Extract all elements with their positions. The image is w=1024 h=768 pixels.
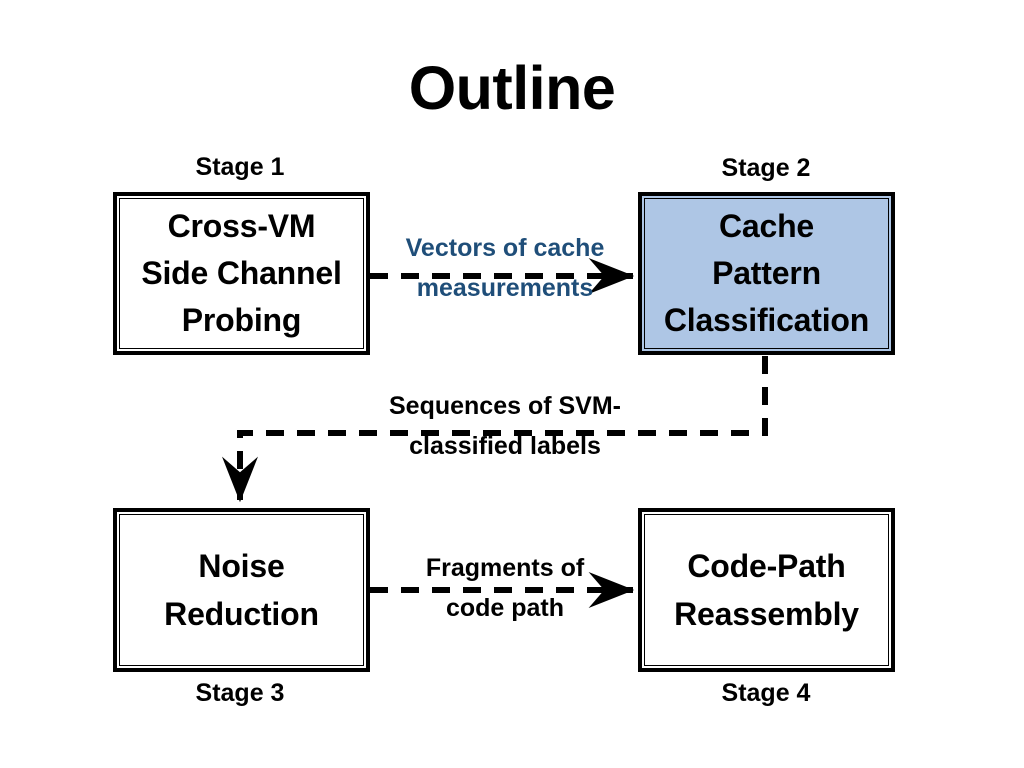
edge-label-vectors-line-2: measurements [416, 274, 594, 302]
process-box-stage4[interactable]: Code-Path Reassembly [638, 508, 895, 672]
edge-label-vectors-line-1: Vectors of cache [405, 234, 605, 262]
edge-label-vectors: Vectors of cache measurements [372, 236, 638, 301]
process-box-stage3[interactable]: Noise Reduction [113, 508, 370, 672]
page-title: Outline [408, 54, 616, 122]
process-box-stage2-line-3: Classification [663, 301, 870, 338]
process-box-stage3-line-1: Noise [198, 548, 285, 584]
edge-label-fragments-line-2: code path [445, 594, 565, 622]
process-box-stage1-line-1: Cross-VM [167, 208, 316, 245]
process-box-stage1-line-2: Side Channel [141, 255, 342, 292]
process-box-stage1[interactable]: Cross-VM Side Channel Probing [113, 192, 370, 355]
stage-caption-stage3: Stage 3 [195, 679, 285, 707]
stage-caption-stage2: Stage 2 [721, 154, 811, 182]
process-box-stage3-line-2: Reduction [164, 596, 319, 632]
edge-label-sequences-line-1: Sequences of SVM- [389, 392, 621, 420]
process-box-stage4-line-2: Reassembly [674, 596, 859, 632]
edge-label-sequences-line-2: classified labels [409, 432, 601, 460]
process-box-stage1-line-3: Probing [181, 301, 302, 338]
process-box-stage2-line-1: Cache [718, 208, 815, 245]
process-box-stage4-inner: Code-Path Reassembly [644, 514, 889, 666]
edge-label-fragments: Fragments of code path [378, 556, 632, 621]
process-box-stage2[interactable]: Cache Pattern Classification [638, 192, 895, 355]
stage-caption-stage4: Stage 4 [721, 679, 811, 707]
process-box-stage1-inner: Cross-VM Side Channel Probing [119, 198, 364, 349]
edge-label-sequences: Sequences of SVM- classified labels [344, 394, 666, 459]
process-box-stage3-inner: Noise Reduction [119, 514, 364, 666]
process-box-stage2-inner: Cache Pattern Classification [644, 198, 889, 349]
process-box-stage2-line-2: Pattern [712, 255, 821, 292]
stage-caption-stage1: Stage 1 [195, 153, 285, 181]
process-box-stage4-line-1: Code-Path [687, 548, 846, 584]
edge-label-fragments-line-1: Fragments of [425, 554, 585, 582]
